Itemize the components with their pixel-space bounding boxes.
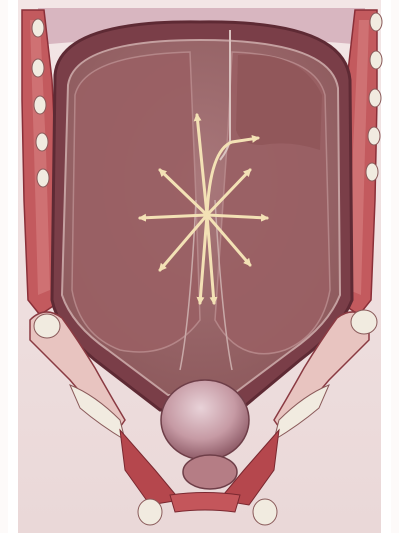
bladder [161,380,249,460]
lower-pelvic-organ [183,455,237,489]
left-compartment [72,52,200,352]
